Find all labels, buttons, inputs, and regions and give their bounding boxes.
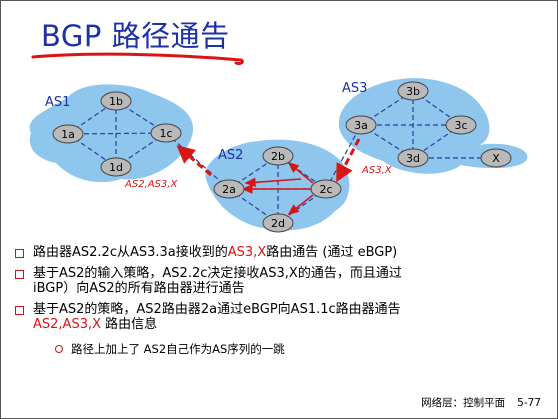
svg-text:X: X: [492, 152, 500, 165]
svg-text:1b: 1b: [109, 95, 123, 108]
bullet-3: 基于AS2的策略，AS2路由器2a通过eBGP向AS1.1c路由器通告 AS2,…: [13, 302, 553, 356]
svg-text:1c: 1c: [159, 127, 172, 140]
router-2c: 2c: [310, 179, 342, 199]
router-1a: 1a: [52, 124, 84, 144]
svg-text:2b: 2b: [271, 150, 285, 163]
path-label-as23x: AS2,AS3,X: [124, 179, 178, 190]
svg-text:2c: 2c: [319, 183, 332, 196]
bullet-1: 路由器AS2.2c从AS3.3a接收到的AS3,X路由通告 (通过 eBGP): [13, 245, 553, 260]
bgp-network-diagram: 1a 1b 1c 1d 2a 2b 2c 2d: [29, 78, 528, 233]
router-2a: 2a: [213, 179, 245, 199]
page-number: 5-77: [517, 397, 541, 409]
router-2b: 2b: [262, 146, 294, 166]
title-underline: [31, 52, 244, 66]
router-3d: 3d: [397, 148, 429, 168]
router-1b: 1b: [100, 91, 132, 111]
svg-text:1d: 1d: [109, 161, 123, 174]
square-bullet-icon: [15, 306, 24, 315]
router-3c: 3c: [445, 115, 477, 135]
footer-label: 网络层：控制平面: [421, 397, 506, 409]
svg-text:3d: 3d: [406, 152, 420, 165]
as3-cloud: [338, 78, 528, 174]
svg-text:2a: 2a: [222, 183, 236, 196]
svg-text:3b: 3b: [406, 85, 420, 98]
router-3a: 3a: [345, 115, 377, 135]
as1-label: AS1: [45, 95, 70, 110]
as3-label: AS3: [342, 81, 367, 96]
router-1c: 1c: [150, 123, 182, 143]
page-title: BGP 路径通告: [41, 19, 230, 53]
svg-text:3c: 3c: [454, 119, 467, 132]
bullet-list: 路由器AS2.2c从AS3.3a接收到的AS3,X路由通告 (通过 eBGP) …: [13, 245, 553, 362]
circle-bullet-icon: [55, 345, 63, 353]
as2-cloud: [205, 139, 350, 231]
router-x: X: [480, 148, 512, 168]
svg-text:2d: 2d: [271, 217, 285, 230]
path-label-as3x: AS3,X: [361, 165, 393, 176]
router-2d: 2d: [262, 213, 294, 233]
bullet-2: 基于AS2的输入策略，AS2.2c决定接收AS3,X的通告，而且通过 iBGP）…: [13, 266, 553, 296]
router-3b: 3b: [397, 81, 429, 101]
router-1d: 1d: [100, 157, 132, 177]
as2-label: AS2: [218, 148, 243, 163]
footer: 网络层：控制平面 5-77: [421, 395, 541, 410]
square-bullet-icon: [15, 249, 24, 258]
sub-bullet-1: 路径上加上了 AS2自己作为AS序列的一跳: [33, 342, 553, 356]
svg-text:1a: 1a: [61, 128, 75, 141]
svg-text:3a: 3a: [354, 119, 368, 132]
square-bullet-icon: [15, 270, 24, 279]
